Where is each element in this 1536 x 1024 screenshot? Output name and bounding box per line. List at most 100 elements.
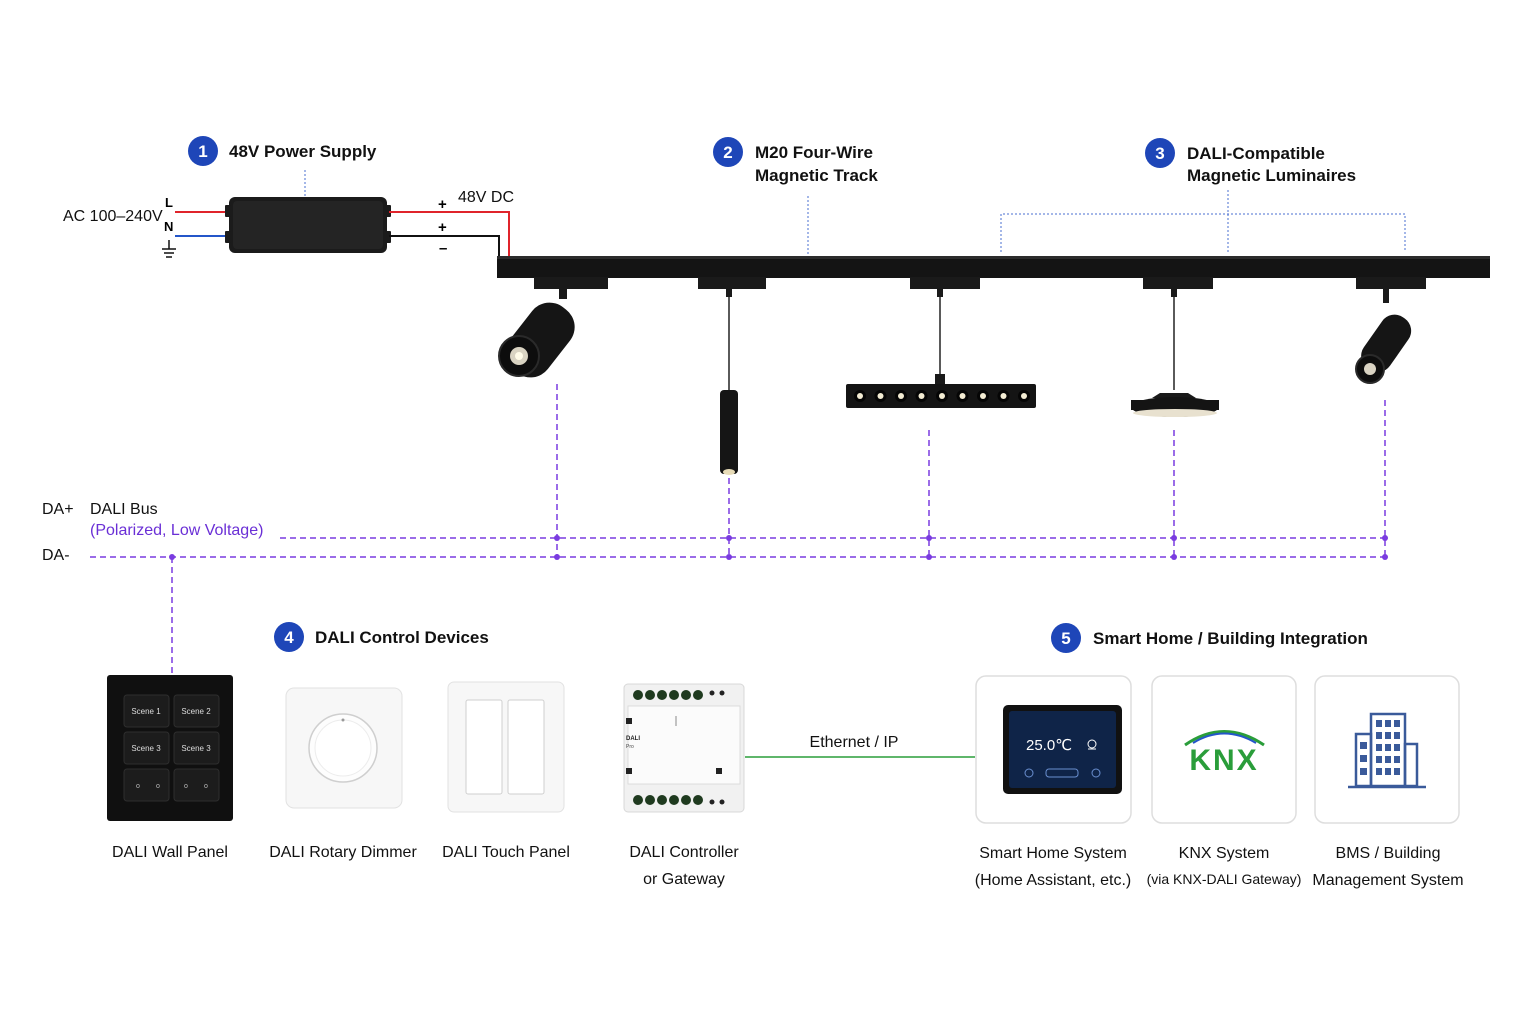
smart-home-card: 25.0℃: [975, 675, 1132, 824]
terminal-screw: [719, 690, 725, 696]
terminal-top: [669, 690, 679, 700]
tablet-temperature: 25.0℃: [1026, 737, 1072, 754]
grille-led: [980, 393, 986, 399]
smart-home-sublabel: (Home Assistant, etc.): [975, 872, 1132, 889]
bottom-left-button[interactable]: [123, 768, 170, 802]
building-window: [1376, 744, 1382, 751]
scene-2-label: Scene 2: [181, 707, 211, 716]
controller-label: DALI Controller: [629, 844, 739, 861]
dali-bus-title: DALI Bus: [90, 501, 158, 518]
building-window: [1360, 768, 1367, 775]
dc-negative-wire: [389, 235, 500, 256]
controller-brand: DALI: [626, 736, 640, 742]
grille-led: [857, 393, 863, 399]
dc-positive-wire: [389, 211, 510, 256]
terminal-top: [657, 690, 667, 700]
section-2-header: 2 M20 Four-Wire Magnetic Track: [713, 137, 878, 185]
section-2-subtitle: Magnetic Track: [755, 166, 878, 185]
section-1-header: 1 48V Power Supply: [188, 136, 377, 166]
building-window: [1385, 732, 1391, 739]
dc-minus: –: [439, 240, 447, 257]
knx-logo-text: KNX: [1189, 744, 1258, 777]
spotlight-luminaire-2: [1355, 277, 1426, 384]
dali-bus: DA+ DA- DALI Bus (Polarized, Low Voltage…: [42, 384, 1390, 674]
section-1-badge: 1: [198, 142, 207, 161]
building-window: [1360, 755, 1367, 762]
terminal-bottom: [645, 795, 655, 805]
section-4-header: 4 DALI Control Devices: [274, 622, 489, 652]
scene-1-button[interactable]: [123, 694, 170, 728]
section-3-badge: 3: [1155, 144, 1164, 163]
building-icon: [1348, 712, 1426, 789]
section-2-title: M20 Four-Wire: [755, 143, 873, 162]
thermometer-icon: [1087, 739, 1097, 750]
dali-bus-subtitle: (Polarized, Low Voltage): [90, 522, 263, 539]
dc-output-label: 48V DC: [458, 189, 514, 206]
bottom-indicator-4: o: [204, 783, 208, 790]
pendant-tube-luminaire: [698, 277, 766, 475]
dali-touch-panel: [447, 681, 565, 813]
dali-rotary-dimmer: [285, 687, 403, 809]
dc-plus-1: +: [438, 196, 447, 213]
grille-led: [939, 393, 945, 399]
scene-3-button[interactable]: [123, 731, 170, 765]
magnetic-track: [497, 256, 1490, 278]
terminal-bottom: [633, 795, 643, 805]
wall-panel-label: DALI Wall Panel: [112, 844, 228, 861]
section-1-title: 48V Power Supply: [229, 142, 377, 161]
terminal-bottom: [657, 795, 667, 805]
grille-led: [1000, 393, 1007, 399]
scene-1-label: Scene 1: [131, 707, 161, 716]
building-window: [1385, 756, 1391, 763]
ground-icon: [162, 240, 176, 258]
bottom-indicator-2: o: [156, 783, 160, 790]
building-window: [1385, 768, 1391, 775]
building-window: [1376, 720, 1382, 727]
building-window: [1360, 742, 1367, 749]
terminal-screw: [719, 799, 725, 805]
dc-plus-2: +: [438, 219, 447, 236]
scene-3-label: Scene 3: [131, 744, 161, 753]
section-4-badge: 4: [284, 628, 294, 647]
building-window: [1394, 732, 1400, 739]
rotary-dimmer-label: DALI Rotary Dimmer: [269, 844, 417, 861]
dali-wall-panel: Scene 1 Scene 2 Scene 3 Scene 3 o o o o: [107, 675, 233, 821]
controller-model: Pro: [626, 744, 634, 750]
terminal-l-label: L: [165, 195, 173, 210]
scene-4-button[interactable]: [173, 731, 220, 765]
grille-led: [1021, 393, 1027, 399]
bottom-indicator-1: o: [136, 783, 140, 790]
touch-panel-label: DALI Touch Panel: [442, 844, 570, 861]
linear-grille-luminaire: [846, 277, 1036, 408]
ac-input-label: AC 100–240V: [63, 208, 163, 225]
terminal-top: [681, 690, 691, 700]
section-2-badge: 2: [723, 143, 732, 162]
section-4-title: DALI Control Devices: [315, 628, 489, 647]
touch-key-right[interactable]: [507, 699, 545, 795]
smart-home-label: Smart Home System: [979, 845, 1127, 862]
section-5-title: Smart Home / Building Integration: [1093, 629, 1368, 648]
grille-led: [898, 393, 904, 399]
terminal-bottom: [693, 795, 703, 805]
terminal-top: [645, 690, 655, 700]
bottom-right-button[interactable]: [173, 768, 220, 802]
building-window: [1394, 744, 1400, 751]
bottom-indicator-3: o: [184, 783, 188, 790]
da-minus-label: DA-: [42, 547, 70, 564]
touch-key-left[interactable]: [465, 699, 503, 795]
dali-controller: DALI Pro: [623, 683, 745, 813]
building-window: [1394, 720, 1400, 727]
building-window: [1376, 768, 1382, 775]
terminal-n-label: N: [164, 219, 173, 234]
spotlight-luminaire-1: [498, 277, 608, 378]
knx-label: KNX System: [1179, 845, 1270, 862]
knx-card: KNX: [1151, 675, 1297, 824]
controller-sublabel: or Gateway: [643, 871, 725, 888]
section-5-header: 5 Smart Home / Building Integration: [1051, 623, 1368, 653]
knx-logo-icon: KNX: [1184, 730, 1265, 777]
terminal-top: [693, 690, 703, 700]
scene-2-button[interactable]: [173, 694, 220, 728]
building-window: [1394, 768, 1400, 775]
building-window: [1394, 756, 1400, 763]
